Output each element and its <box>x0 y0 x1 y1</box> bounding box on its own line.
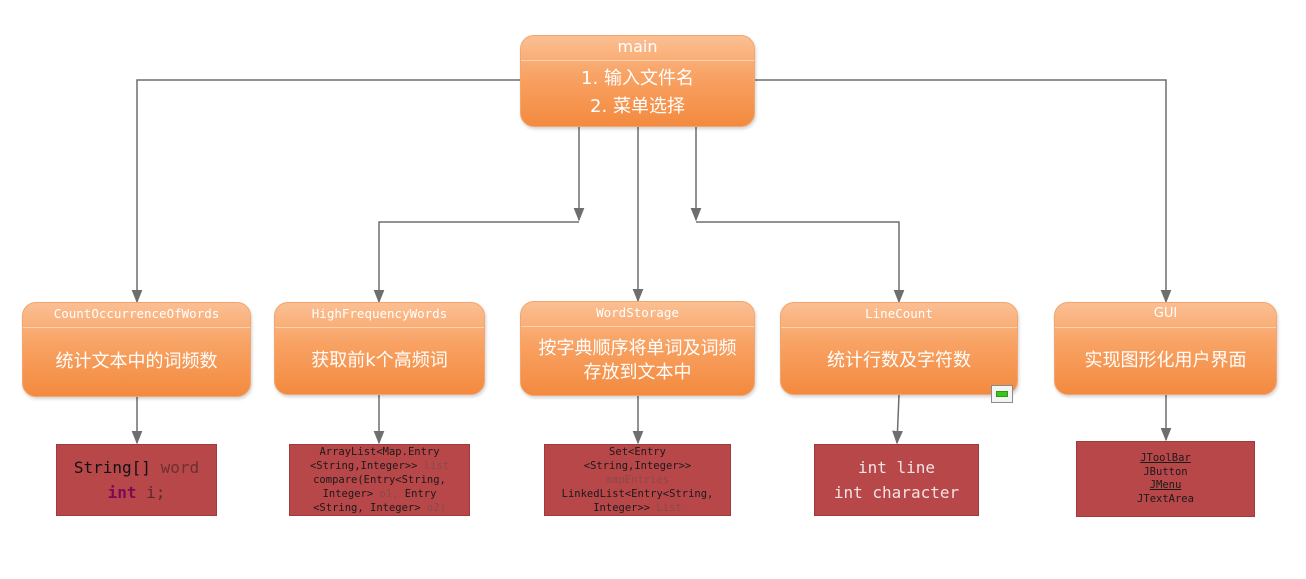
node-desc-line: 按字典顺序将单词及词频 <box>538 337 737 359</box>
connector-to-line-count <box>696 221 905 304</box>
node-gui[interactable]: GUI 实现图形化用户界面 <box>1054 302 1277 395</box>
field-line: <String,Integer>> <box>583 460 692 472</box>
field-line: <String, Integer> o2) <box>313 501 446 515</box>
field-line: compare(Entry<String, <box>313 474 446 486</box>
node-count-occurrence-of-words[interactable]: CountOccurrenceOfWords 统计文本中的词频数 <box>22 302 251 397</box>
node-line-count[interactable]: LineCount 统计行数及字符数 <box>780 302 1018 395</box>
node-desc: 统计文本中的词频数 <box>23 327 250 396</box>
fields-line-count: int line int character <box>814 444 979 516</box>
field-type: String[] <box>73 458 151 477</box>
field-name: list <box>423 460 450 472</box>
node-desc: 获取前k个高频词 <box>275 327 484 394</box>
main-node-title: main <box>521 36 754 61</box>
field-line: Set<Entry <box>609 446 666 458</box>
node-title: CountOccurrenceOfWords <box>23 303 250 328</box>
field-type: Integer>> <box>593 502 651 514</box>
main-node-body: 1. 输入文件名 2. 菜单选择 <box>521 60 754 126</box>
node-title: HighFrequencyWords <box>275 303 484 328</box>
node-desc-line: 实现图形化用户界面 <box>1084 349 1247 371</box>
field-type: Integer> <box>322 488 374 500</box>
fields-high-frequency-words: ArrayList<Map.Entry <String,Integer>> li… <box>289 444 470 516</box>
field-name: word <box>160 458 200 477</box>
field-type: <String,Integer>> <box>309 460 418 472</box>
fields-gui: JToolBar JButton JMenu JTextArea <box>1076 441 1255 517</box>
node-title: WordStorage <box>521 302 754 327</box>
field-line: int i; <box>108 480 166 505</box>
field-line: String[] word <box>74 455 199 480</box>
collapse-icon[interactable] <box>991 385 1013 403</box>
field-line: LinkedList<Entry<String, <box>561 488 714 500</box>
node-title: GUI <box>1055 303 1276 328</box>
field-line: Integer>> List <box>593 501 682 515</box>
node-desc: 统计行数及字符数 <box>781 327 1017 394</box>
field-name: o2) <box>426 502 446 514</box>
field-line: mapEntries <box>605 474 670 486</box>
field-line: JButton <box>1143 465 1188 478</box>
field-line: JTextArea <box>1137 492 1194 505</box>
node-desc-line: 获取前k个高频词 <box>311 349 448 371</box>
fields-word-storage: Set<Entry <String,Integer>> mapEntries L… <box>544 444 731 516</box>
field-line: JMenu <box>1149 479 1182 491</box>
connector-main-to-count <box>131 79 520 304</box>
node-desc: 实现图形化用户界面 <box>1055 327 1276 394</box>
node-desc-line: 统计文本中的词频数 <box>55 350 218 372</box>
connector-to-high-frequency <box>373 221 579 304</box>
connector-main-to-gui <box>754 79 1172 304</box>
main-node[interactable]: main 1. 输入文件名 2. 菜单选择 <box>520 35 755 127</box>
field-name: List <box>656 502 682 514</box>
field-line: int line <box>857 458 936 477</box>
field-line: JToolBar <box>1140 452 1191 464</box>
field-name: o1, <box>379 488 399 500</box>
field-line: <String,Integer>> list <box>310 459 449 473</box>
node-title: LineCount <box>781 303 1017 328</box>
node-desc-line: 存放到文本中 <box>583 361 692 383</box>
field-type: <String, Integer> <box>313 502 421 514</box>
fields-count-occurrence-of-words: String[] word int i; <box>56 444 217 516</box>
node-desc: 按字典顺序将单词及词频 存放到文本中 <box>521 326 754 395</box>
connector-line-to-fields <box>892 394 903 445</box>
field-line: int character <box>833 483 960 502</box>
main-line-2: 2. 菜单选择 <box>590 96 685 117</box>
node-high-frequency-words[interactable]: HighFrequencyWords 获取前k个高频词 <box>274 302 485 395</box>
field-line: Integer> o1, Entry <box>323 487 437 501</box>
field-type: int <box>107 483 137 502</box>
main-line-1: 1. 输入文件名 <box>581 68 694 89</box>
field-name: i; <box>146 483 166 502</box>
field-type: Entry <box>404 488 437 500</box>
node-word-storage[interactable]: WordStorage 按字典顺序将单词及词频 存放到文本中 <box>520 301 755 396</box>
node-desc-line: 统计行数及字符数 <box>827 349 971 371</box>
field-line: ArrayList<Map.Entry <box>319 446 440 458</box>
